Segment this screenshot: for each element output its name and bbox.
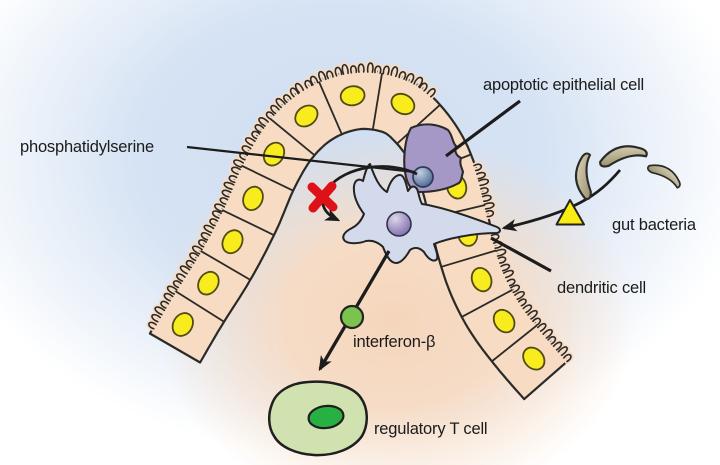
label-gut-bacteria: gut bacteria: [612, 216, 696, 234]
inhibition-x-icon: [307, 181, 338, 213]
epithelial-cell-nucleus: [522, 346, 546, 371]
dendritic-label-line: [490, 236, 552, 273]
cell-border: [318, 81, 343, 135]
label-interferon-beta: interferon-β: [353, 333, 436, 351]
apoptotic-label-line: [445, 99, 521, 158]
label-regulatory-t-cell: regulatory T cell: [374, 420, 488, 438]
epithelial-cell-nucleus: [262, 141, 286, 167]
epithelial-cell-nucleus: [221, 229, 244, 255]
cell-border: [221, 209, 274, 236]
apoptotic-epithelial-cell: [403, 123, 465, 194]
cell-border: [461, 289, 513, 318]
epithelial-cell-nucleus: [339, 85, 366, 107]
cell-border: [372, 72, 383, 130]
epithelial-cell-nucleus: [171, 312, 194, 337]
cell-border: [441, 249, 497, 268]
cell-border: [269, 117, 315, 156]
regulatory-t-cell: [268, 380, 368, 457]
t-cell-nucleus: [307, 404, 345, 430]
cell-border: [174, 290, 225, 323]
bacterium: [575, 152, 592, 200]
epithelial-cell-nucleus: [470, 267, 493, 293]
dendritic-cell-nucleus: [386, 211, 412, 237]
epithelial-cell-nucleus: [294, 104, 319, 128]
phosphatidylserine-label-line: [186, 145, 416, 174]
cell-border: [491, 324, 538, 362]
bacteria-to-dendritic-arrow: [501, 169, 622, 232]
cell-border: [200, 250, 251, 281]
dendritic-cell: [342, 163, 501, 264]
gut-bacteria: [575, 145, 681, 200]
epithelial-cell-nucleus: [390, 92, 416, 116]
epithelial-cell-nucleus: [492, 308, 516, 334]
bacterium: [646, 164, 681, 189]
phosphatidylserine-dot: [412, 166, 434, 188]
label-phosphatidylserine: phosphatidylserine: [20, 138, 154, 156]
epithelial-cell-nucleus: [242, 185, 264, 211]
label-dendritic-cell: dendritic cell: [557, 279, 646, 297]
interferon-beta-dot: [339, 304, 365, 330]
cell-border: [240, 164, 294, 192]
label-apoptotic-epithelial-cell: apoptotic epithelial cell: [483, 76, 645, 94]
antigen-triangle: [555, 199, 585, 226]
epithelial-cell-nucleus: [197, 270, 220, 296]
bacterium: [599, 145, 648, 168]
cell-border: [396, 104, 441, 145]
